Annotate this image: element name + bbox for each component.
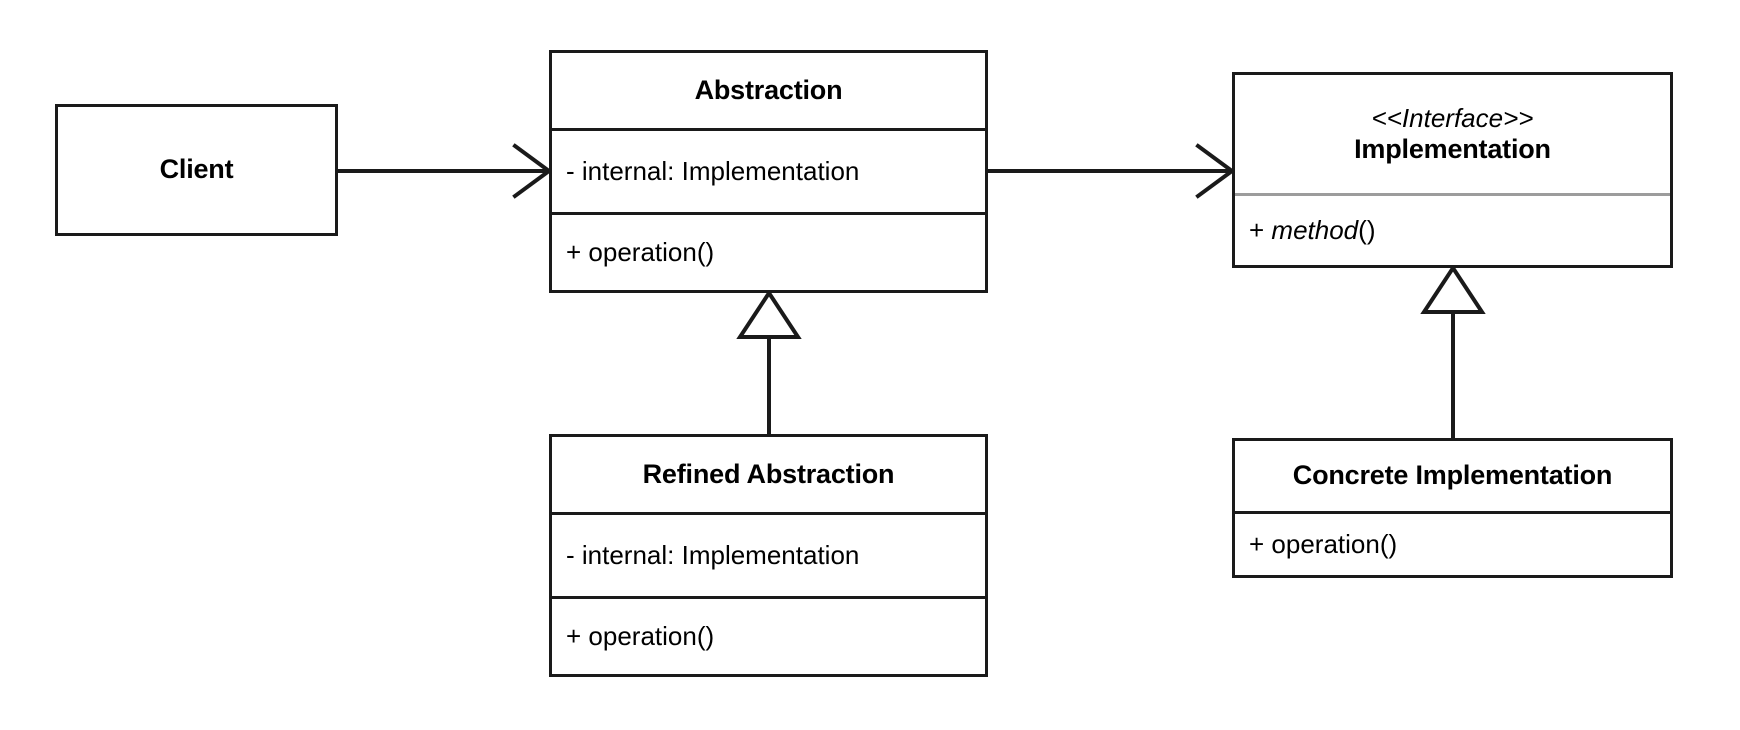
class-box-abstraction[interactable]: Abstraction - internal: Implementation +… (549, 50, 988, 293)
class-operations-compartment: + operation() (552, 596, 985, 674)
operation-parens: () (1358, 214, 1376, 245)
class-attributes-compartment: - internal: Implementation (552, 128, 985, 212)
interface-title-compartment: <<Interface>> Implementation (1235, 75, 1670, 193)
interface-operations-compartment: + method() (1235, 193, 1670, 265)
hollow-triangle-arrowhead-icon (736, 289, 802, 339)
class-name-label: Client (159, 154, 234, 185)
edge-refined-to-abstraction (736, 289, 802, 434)
edge-abstraction-to-implementation (988, 143, 1236, 199)
class-operations-compartment: + operation() (552, 212, 985, 290)
class-title-compartment: Concrete Implementation (1235, 441, 1670, 511)
operation-name: method (1271, 214, 1359, 245)
class-name-label: Refined Abstraction (642, 458, 895, 489)
class-box-concrete-implementation[interactable]: Concrete Implementation + operation() (1232, 438, 1673, 578)
stereotype-label: <<Interface>> (1371, 103, 1534, 134)
edge-concrete-to-implementation (1420, 264, 1486, 438)
operation-label: + operation() (566, 620, 715, 651)
class-box-refined-abstraction[interactable]: Refined Abstraction - internal: Implemen… (549, 434, 988, 677)
class-box-implementation[interactable]: <<Interface>> Implementation + method() (1232, 72, 1673, 268)
class-title-compartment: Abstraction (552, 53, 985, 128)
class-box-client[interactable]: Client (55, 104, 338, 236)
operation-label: + method() (1249, 215, 1375, 246)
edge-client-to-abstraction (338, 143, 553, 199)
operation-label: + operation() (1249, 528, 1398, 559)
class-title-compartment: Client (58, 107, 335, 233)
class-attributes-compartment: - internal: Implementation (552, 512, 985, 596)
class-name-label: Concrete Implementation (1292, 460, 1613, 491)
class-title-compartment: Refined Abstraction (552, 437, 985, 512)
class-operations-compartment: + operation() (1235, 511, 1670, 575)
attribute-label: - internal: Implementation (566, 539, 860, 570)
hollow-triangle-arrowhead-icon (1420, 264, 1486, 314)
class-name-label: Abstraction (694, 74, 843, 105)
attribute-label: - internal: Implementation (566, 155, 860, 186)
operation-label: + operation() (566, 236, 715, 267)
operation-visibility: + (1249, 214, 1272, 245)
class-name-label: Implementation (1354, 133, 1551, 164)
